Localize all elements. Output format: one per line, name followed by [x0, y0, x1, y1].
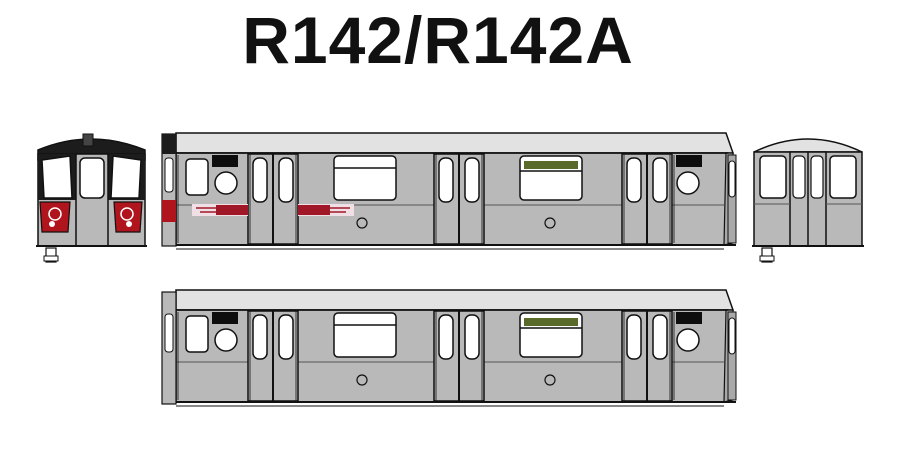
stripe-decal-1: [192, 204, 248, 216]
cab-front-view: [36, 133, 147, 263]
stripe-decal-2: [298, 204, 354, 216]
car-side-view-b: [161, 290, 736, 406]
page-title: R142/R142A: [242, 3, 634, 77]
rear-end-view: [752, 138, 864, 263]
car-side-view-a: [161, 133, 736, 249]
